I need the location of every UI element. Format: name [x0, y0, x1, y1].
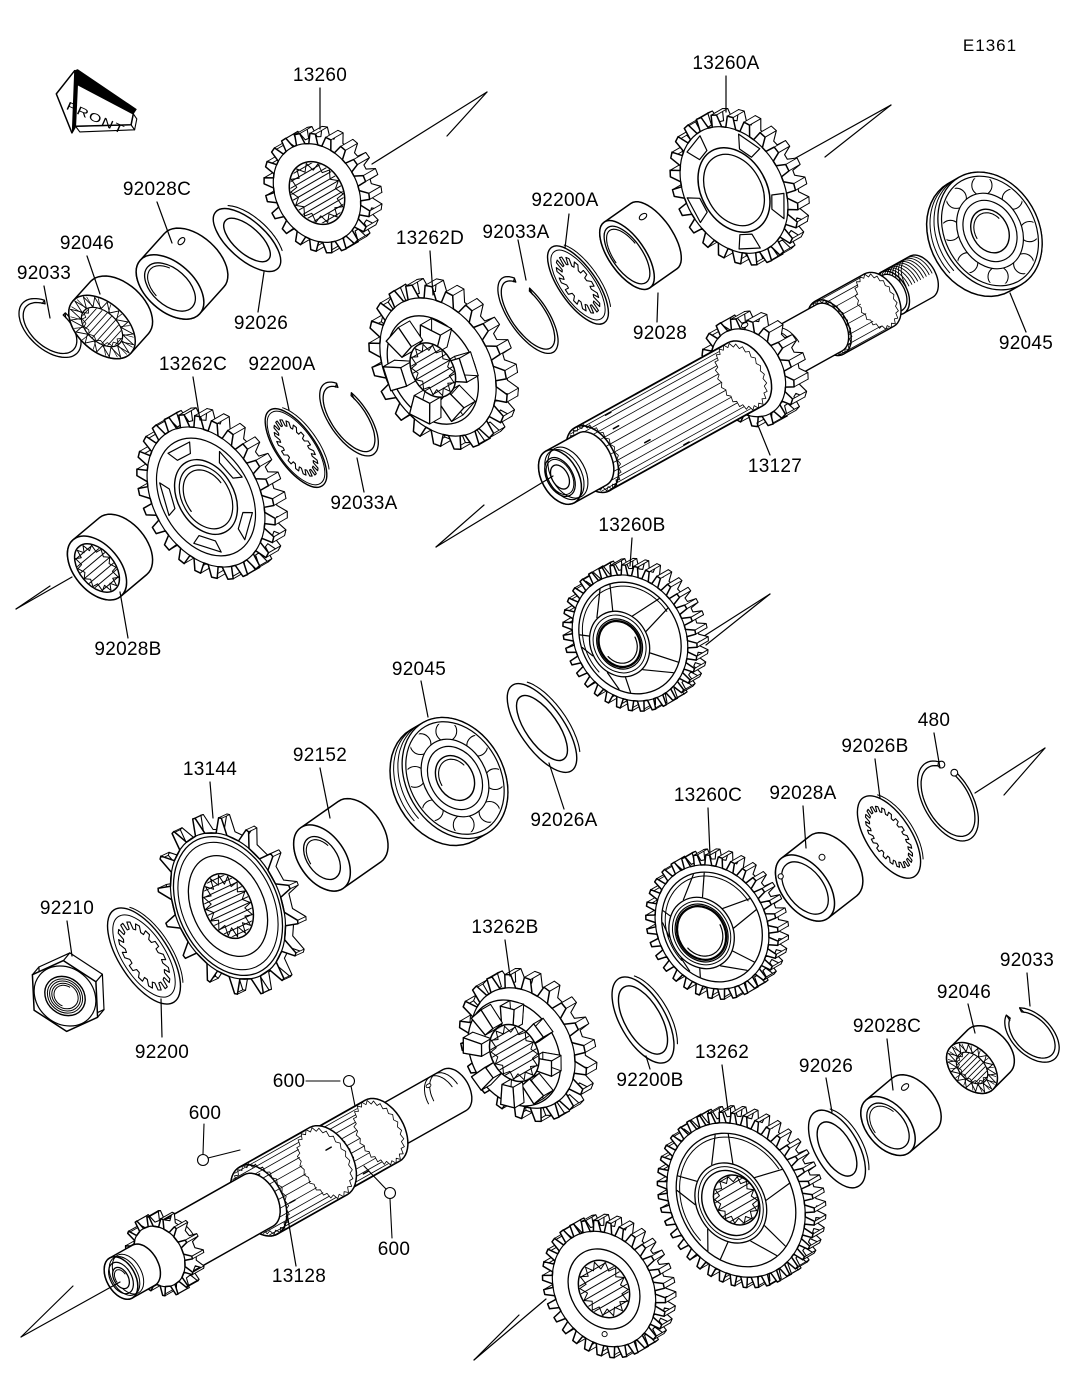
svg-text:13128: 13128	[272, 1266, 326, 1287]
svg-text:480: 480	[918, 710, 951, 731]
svg-text:92026: 92026	[234, 313, 288, 334]
svg-text:92200B: 92200B	[616, 1070, 683, 1091]
svg-text:600: 600	[273, 1071, 306, 1092]
svg-text:13260: 13260	[293, 65, 347, 86]
svg-text:13262C: 13262C	[159, 354, 227, 375]
svg-text:92033A: 92033A	[482, 222, 549, 243]
svg-text:92028C: 92028C	[853, 1016, 921, 1037]
svg-text:92200A: 92200A	[248, 354, 315, 375]
svg-text:92026A: 92026A	[530, 810, 597, 831]
svg-text:92045: 92045	[392, 659, 446, 680]
svg-text:600: 600	[378, 1239, 411, 1260]
svg-text:13260A: 13260A	[692, 53, 759, 74]
svg-text:92033: 92033	[1000, 950, 1054, 971]
svg-text:13262: 13262	[695, 1042, 749, 1063]
svg-text:92026B: 92026B	[841, 736, 908, 757]
svg-text:92046: 92046	[937, 982, 991, 1003]
svg-text:13260C: 13260C	[674, 785, 742, 806]
svg-text:92033: 92033	[17, 263, 71, 284]
svg-text:92045: 92045	[999, 333, 1053, 354]
svg-text:92028B: 92028B	[94, 639, 161, 660]
svg-text:13262B: 13262B	[471, 917, 538, 938]
svg-text:600: 600	[189, 1103, 222, 1124]
svg-text:13262D: 13262D	[396, 228, 464, 249]
svg-text:13127: 13127	[748, 456, 802, 477]
svg-text:92152: 92152	[293, 745, 347, 766]
svg-text:13260B: 13260B	[598, 515, 665, 536]
svg-text:92028C: 92028C	[123, 179, 191, 200]
svg-text:92046: 92046	[60, 233, 114, 254]
svg-text:92200A: 92200A	[531, 190, 598, 211]
svg-text:92210: 92210	[40, 898, 94, 919]
svg-text:92028A: 92028A	[769, 783, 836, 804]
svg-text:92026: 92026	[799, 1056, 853, 1077]
svg-text:92200: 92200	[135, 1042, 189, 1063]
svg-text:92033A: 92033A	[330, 493, 397, 514]
svg-text:92028: 92028	[633, 323, 687, 344]
svg-text:E1361: E1361	[963, 36, 1017, 55]
svg-text:13144: 13144	[183, 759, 237, 780]
